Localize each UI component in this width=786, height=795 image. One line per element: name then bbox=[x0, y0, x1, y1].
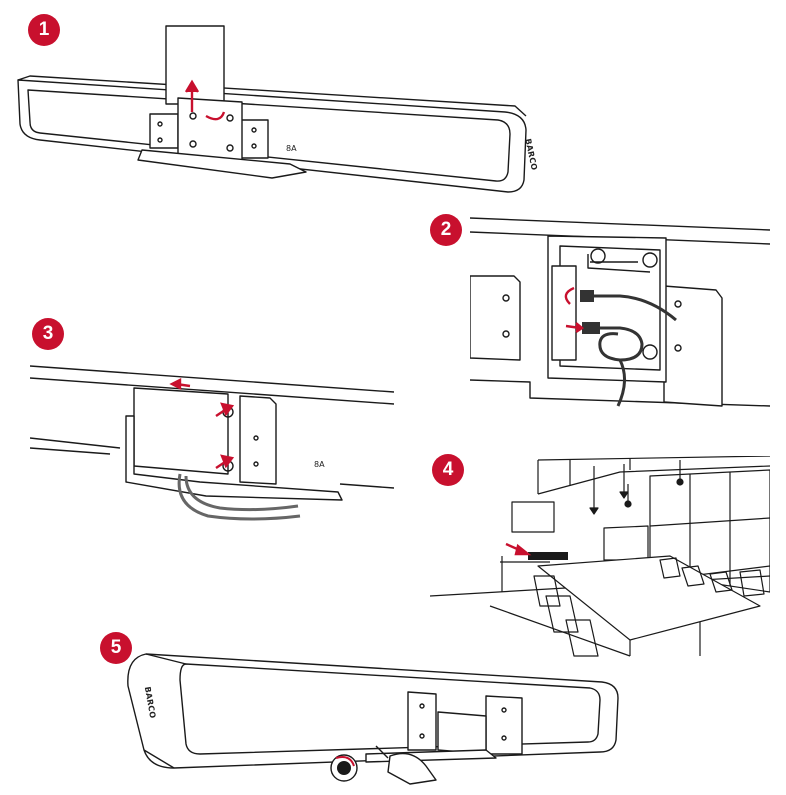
step-5-badge: 5 bbox=[100, 632, 132, 664]
step-3-illustration bbox=[30, 365, 394, 521]
step-3-number: 3 bbox=[42, 323, 54, 344]
step-4-number: 4 bbox=[442, 459, 454, 480]
step-1-badge: 1 bbox=[28, 14, 60, 46]
step-2-badge: 2 bbox=[430, 214, 462, 246]
step-2-number: 2 bbox=[440, 219, 452, 240]
step-2-illustration bbox=[470, 217, 770, 407]
step-1-illustration bbox=[17, 25, 527, 193]
step-1-number: 1 bbox=[38, 19, 50, 40]
step-1-port-glyph: 8A bbox=[286, 144, 297, 153]
step-3-badge: 3 bbox=[32, 318, 64, 350]
step-5-number: 5 bbox=[110, 637, 122, 658]
step-3-port-glyph: 8A bbox=[314, 460, 325, 469]
step-5-illustration bbox=[127, 653, 619, 785]
step-4-illustration bbox=[430, 456, 770, 657]
step-4-badge: 4 bbox=[432, 454, 464, 486]
